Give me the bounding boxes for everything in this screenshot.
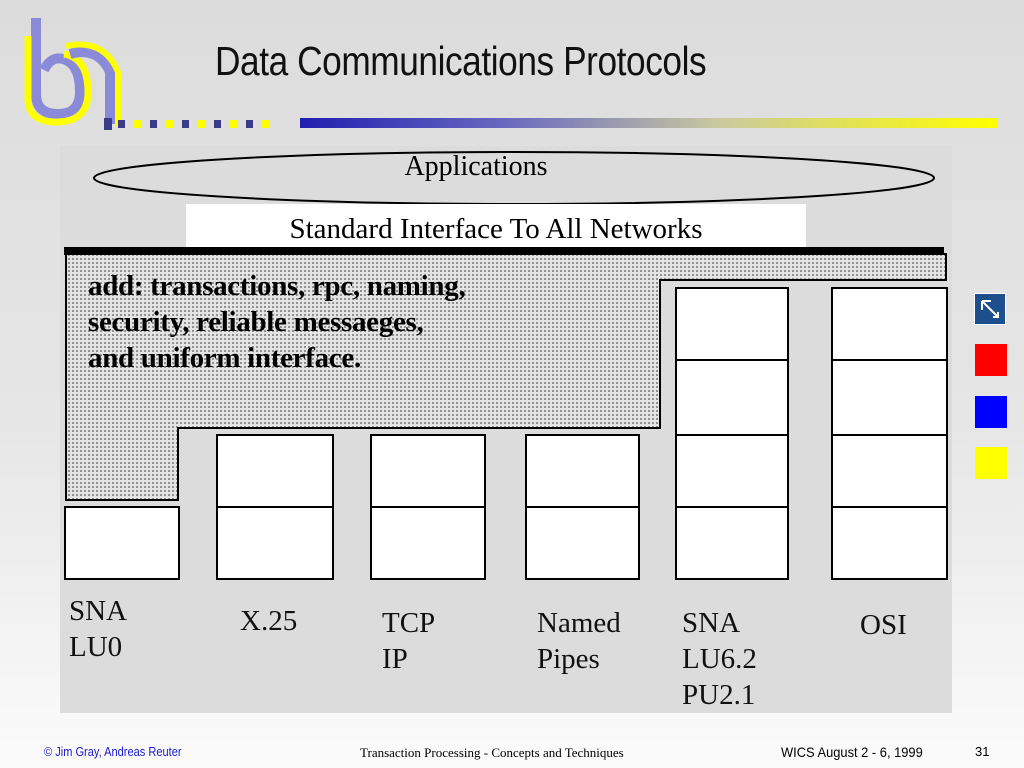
stack-label-tcp-ip: TCP IP [382, 605, 435, 677]
logo-dot [214, 120, 221, 128]
layer-box-osi-1 [831, 506, 948, 580]
services-line: and uniform interface. [88, 342, 361, 374]
layer-box-pipes-2 [525, 434, 640, 508]
logo-dot [246, 120, 253, 128]
stack-label-line: PU2.1 [682, 679, 756, 711]
nav-arrow-icon[interactable] [974, 293, 1006, 325]
logo-dot [166, 120, 173, 128]
services-text: add: transactions, rpc, naming, security… [88, 268, 466, 376]
logo-dot [198, 120, 205, 128]
stack-label-line: Named [537, 607, 621, 639]
services-region [65, 253, 947, 501]
logo-icon [24, 18, 269, 130]
layer-box-lu62-3 [675, 359, 789, 436]
stack-label-line: LU6.2 [682, 643, 757, 675]
layer-box-x25-1 [216, 506, 334, 580]
layer-box-lu62-2 [675, 434, 789, 508]
layer-box-osi-3 [831, 359, 948, 436]
stack-label-line: SNA [69, 595, 128, 627]
stack-label-x25: X.25 [240, 603, 297, 639]
layer-box-lu62-1 [675, 506, 789, 580]
stack-label-line: Pipes [537, 643, 600, 675]
footer-page-number: 31 [975, 744, 990, 759]
page-title: Data Communications Protocols [215, 38, 707, 84]
interface-label: Standard Interface To All Networks [289, 213, 703, 245]
services-line: security, reliable messaeges, [88, 306, 424, 338]
footer-authors: © Jim Gray, Andreas Reuter [44, 744, 182, 759]
logo-dot [118, 120, 125, 128]
footer-event: WICS August 2 - 6, 1999 [781, 744, 923, 760]
layer-box-osi-4 [831, 287, 948, 361]
stack-label-sna-lu0: SNA LU0 [69, 593, 127, 665]
layer-box-x25-2 [216, 434, 334, 508]
interface-box [186, 204, 806, 248]
layer-box-pipes-1 [525, 506, 640, 580]
title-rule [300, 118, 997, 128]
nav-red-button[interactable] [975, 344, 1007, 376]
stack-label-osi: OSI [860, 607, 907, 643]
footer-book: Transaction Processing - Concepts and Te… [360, 745, 624, 760]
interface-bar [64, 247, 944, 255]
layer-box-sna-lu0-1 [64, 506, 180, 580]
stack-label-named-pipes: Named Pipes [537, 605, 621, 677]
stack-label-line: TCP [382, 607, 436, 639]
stack-label-line: OSI [860, 609, 907, 641]
services-line: add: transactions, rpc, naming, [88, 270, 466, 302]
stack-label-line: IP [382, 643, 408, 675]
layer-box-lu62-4 [675, 287, 789, 361]
applications-label: Applications [404, 151, 548, 182]
logo-dot [182, 120, 189, 128]
nav-yellow-button[interactable] [975, 447, 1007, 479]
logo-dot [262, 120, 269, 128]
layer-box-tcpip-2 [370, 434, 486, 508]
logo-dot [134, 120, 141, 128]
layer-box-osi-2 [831, 434, 948, 508]
logo-dot [150, 120, 157, 128]
arrow-icon [981, 300, 999, 318]
layer-box-tcpip-1 [370, 506, 486, 580]
stack-label-line: X.25 [240, 605, 298, 637]
stack-label-line: LU0 [69, 631, 123, 663]
stack-label-sna-lu62: SNA LU6.2 PU2.1 [682, 605, 757, 713]
nav-blue-button[interactable] [975, 396, 1007, 428]
logo-dot [230, 120, 237, 128]
stack-label-line: SNA [682, 607, 741, 639]
